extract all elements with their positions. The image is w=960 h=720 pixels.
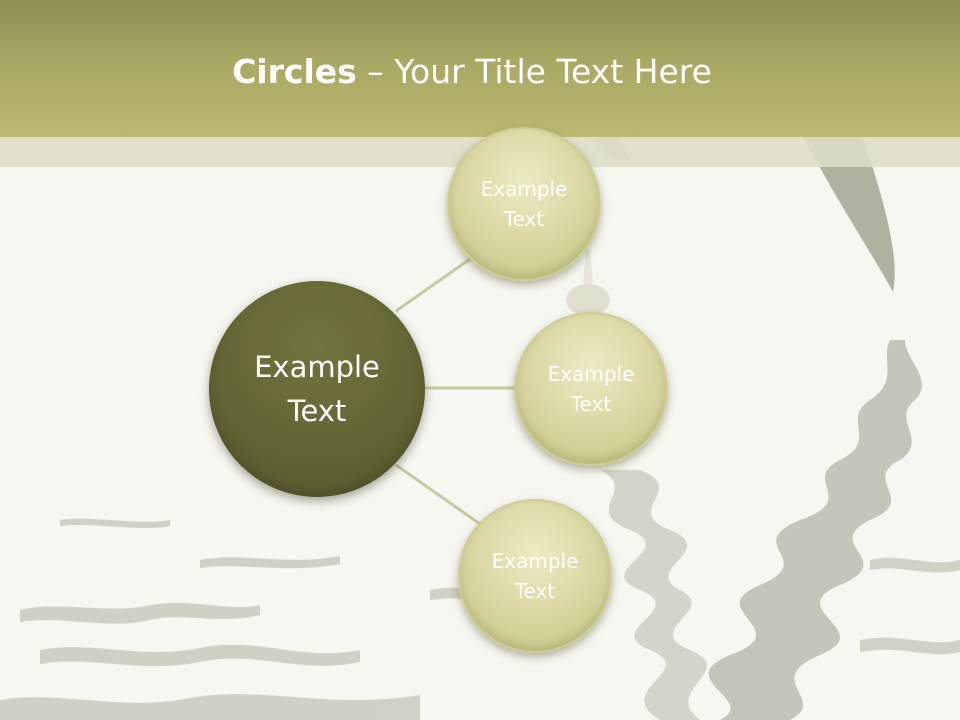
node-circle-middle[interactable]: Example Text	[514, 312, 668, 466]
connector-top	[395, 257, 471, 313]
node-circle-label: Example Text	[480, 177, 568, 231]
center-circle[interactable]: Example Text	[209, 281, 425, 497]
center-circle-label: Example Text	[254, 350, 380, 428]
title-bold: Circles	[232, 52, 357, 91]
node-circle-label: Example Text	[547, 362, 635, 416]
title-rest: – Your Title Text Here	[356, 52, 712, 91]
connector-bottom	[395, 463, 481, 526]
water-droplet	[566, 284, 610, 316]
node-circle-label: Example Text	[491, 549, 579, 603]
slide-title: Circles – Your Title Text Here	[0, 52, 944, 91]
title-bar	[0, 0, 960, 137]
node-circle-bottom[interactable]: Example Text	[458, 499, 612, 653]
node-circle-top[interactable]: Example Text	[447, 127, 601, 281]
leaf-shape	[800, 130, 895, 292]
